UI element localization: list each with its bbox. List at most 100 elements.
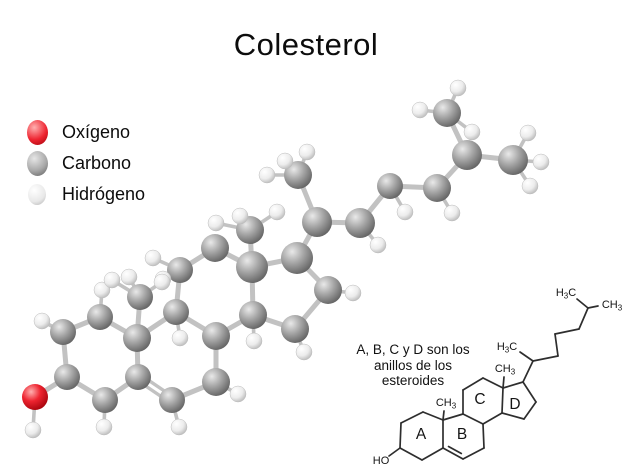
- atom-h: [344, 284, 362, 302]
- atom-h: [276, 152, 294, 170]
- atom-h: [120, 268, 138, 286]
- annotation-line-3: esteroides: [381, 373, 445, 389]
- oxygen-swatch-cell: [25, 120, 49, 145]
- legend-label-hydrogen: Hidrógeno: [62, 184, 146, 204]
- atom-h: [231, 207, 249, 225]
- bond-2d: [442, 447, 464, 460]
- bond-2d: [482, 423, 485, 449]
- oxygen-sphere-icon: [26, 120, 48, 145]
- ring-label-B: B: [457, 426, 467, 443]
- bond-2d: [462, 447, 485, 460]
- atom-c: [239, 301, 267, 329]
- atom-c: [202, 322, 230, 350]
- atom-c: [302, 207, 332, 237]
- bond-2d: [576, 298, 589, 309]
- atom-c: [163, 299, 189, 325]
- bond-2d: [502, 381, 524, 389]
- atom-c: [167, 257, 193, 283]
- formula-label: CH3: [602, 299, 623, 313]
- bond-2d: [482, 377, 504, 389]
- atom-h: [463, 123, 481, 141]
- bond-2d: [502, 376, 505, 389]
- atom-c: [54, 364, 80, 390]
- atom-h: [153, 273, 171, 291]
- atom-h: [443, 204, 461, 222]
- bond-2d: [501, 387, 504, 414]
- atom-c: [87, 304, 113, 330]
- formula-label: H3C: [497, 341, 517, 355]
- atom-c: [377, 173, 403, 199]
- atom-h: [171, 329, 189, 347]
- atom-c: [452, 140, 482, 170]
- formula-label: H3C: [556, 287, 576, 301]
- bond-2d: [462, 413, 484, 425]
- formula-label: CH3: [436, 397, 457, 411]
- annotation-line-1: A, B, C y D son los: [356, 342, 470, 357]
- atom-c: [125, 364, 151, 390]
- atom-h: [93, 281, 111, 299]
- atom-c: [498, 145, 528, 175]
- bond-2d: [554, 333, 559, 357]
- bond-2d: [400, 411, 424, 424]
- atom-h: [268, 203, 286, 221]
- atom-c: [50, 319, 76, 345]
- bond-2d: [462, 377, 484, 391]
- atom-h: [229, 385, 247, 403]
- atom-c: [92, 387, 118, 413]
- atom-h: [24, 421, 42, 439]
- bond-2d: [519, 351, 534, 362]
- bond-2d: [587, 305, 599, 309]
- legend: Oxígeno Carbono Hidrógeno: [25, 120, 145, 213]
- atom-h: [170, 418, 188, 436]
- atom-h: [258, 166, 276, 184]
- bond-2d: [578, 307, 589, 330]
- atom-h: [449, 79, 467, 97]
- ring-label-D: D: [509, 396, 520, 413]
- atom-h: [521, 177, 539, 195]
- atom-c: [281, 242, 313, 274]
- atom-h: [95, 418, 113, 436]
- carbon-sphere-icon: [26, 151, 48, 176]
- bond-2d: [523, 401, 537, 420]
- bond-2d: [421, 447, 444, 461]
- atom-h: [411, 101, 429, 119]
- atom-c: [201, 234, 229, 262]
- bond-2d: [482, 412, 503, 425]
- atom-c: [433, 99, 461, 127]
- legend-item-hydrogen: Hidrógeno: [25, 182, 145, 207]
- bond-2d: [388, 447, 401, 457]
- ring-label-A: A: [416, 426, 427, 443]
- bond-2d: [399, 447, 423, 461]
- bond-2d: [399, 422, 402, 449]
- legend-label-oxygen: Oxígeno: [62, 122, 131, 142]
- bond-2d: [447, 445, 463, 455]
- bond-2d: [442, 410, 445, 421]
- hydrogen-swatch-cell: [25, 184, 49, 205]
- page-title: Colesterol: [233, 27, 379, 62]
- atom-c: [236, 251, 268, 283]
- bond-2d: [501, 412, 525, 420]
- hydrogen-sphere-icon: [28, 184, 46, 205]
- atom-h: [295, 343, 313, 361]
- atom-h: [207, 214, 225, 232]
- atom-c: [281, 315, 309, 343]
- atom-c: [123, 324, 151, 352]
- ring-label-C: C: [474, 391, 485, 408]
- formula-label: CH3: [495, 363, 516, 377]
- legend-item-oxygen: Oxígeno: [25, 120, 145, 145]
- atom-c: [159, 387, 185, 413]
- atom-h: [369, 236, 387, 254]
- molecule-3d-model: [22, 79, 550, 439]
- atom-h: [519, 124, 537, 142]
- annotation-line-2: anillos de los: [373, 357, 453, 373]
- atom-h: [103, 271, 121, 289]
- rings-annotation: A, B, C y D son los anillos de los ester…: [347, 342, 479, 389]
- atom-c: [284, 161, 312, 189]
- bond-2d: [532, 355, 559, 362]
- atom-c: [314, 276, 342, 304]
- atom-h: [144, 249, 162, 267]
- atom-h: [532, 153, 550, 171]
- bond-2d: [422, 411, 444, 421]
- atom-c: [345, 208, 375, 238]
